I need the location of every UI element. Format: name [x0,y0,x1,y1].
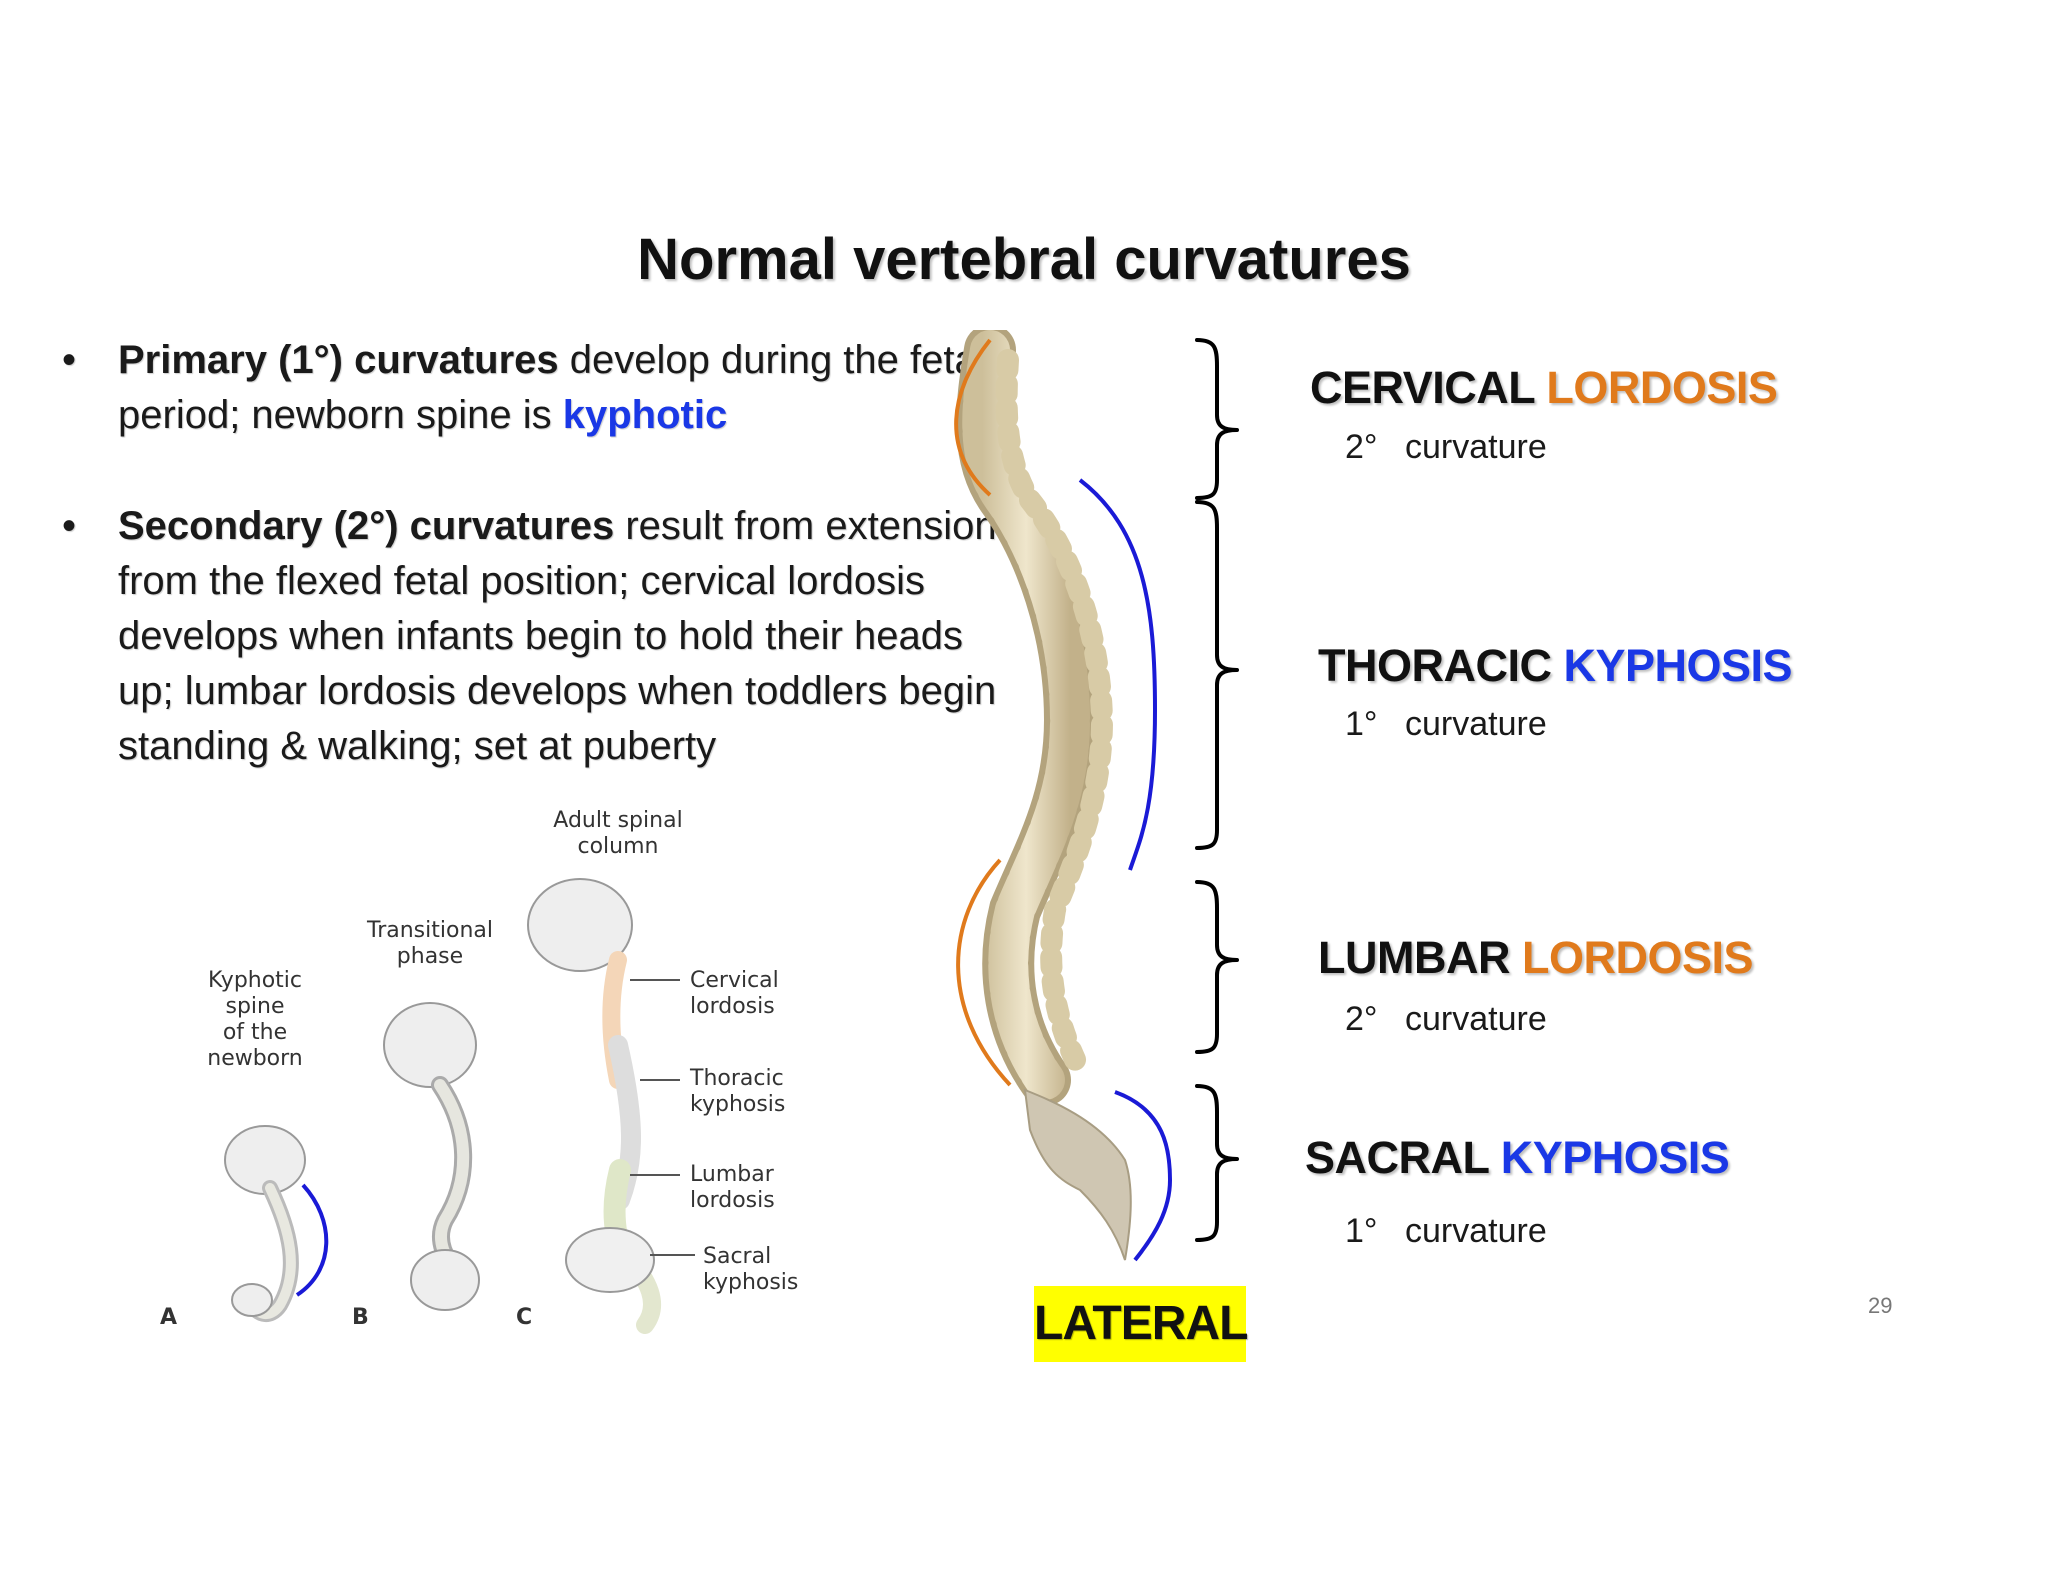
region-heading-lumbar: LUMBAR LORDOSIS [1318,932,1754,984]
region-sub-cervical: 2° curvature [1345,428,1547,467]
label-newborn-spine: Kyphotic spine of the newborn [207,968,303,1071]
region-degree: 1° [1345,1212,1378,1250]
newborn-skeleton [224,1125,306,1322]
region-type: KYPHOSIS [1563,640,1793,691]
brace-cervical [1195,338,1239,500]
region-type: LORDOSIS [1521,932,1754,983]
adult-skeleton [527,878,695,1334]
region-sub-thoracic: 1° curvature [1345,705,1547,744]
bullet-secondary-bold: Secondary (2°) curvatures [118,504,615,548]
newborn-curve-arc [295,1183,329,1297]
region-braces [1195,338,1239,1242]
region-sub-lumbar: 2° curvature [1345,1000,1547,1039]
label-lumbar-lordosis: Lumbar lordosis [690,1162,775,1213]
bullet-primary-blue: kyphotic [562,393,728,437]
region-sub-sacral: 1° curvature [1345,1212,1547,1251]
region-name: SACRAL [1305,1132,1489,1183]
figure-letter-a: A [160,1305,178,1330]
region-name: LUMBAR [1318,932,1510,983]
label-cervical-lordosis: Cervical lordosis [690,968,779,1019]
region-name: THORACIC [1318,640,1552,691]
page-number: 29 [1868,1293,1893,1318]
brace-lumbar [1195,880,1239,1054]
lateral-spine-illustration [956,330,1132,1261]
region-heading-thoracic: THORACIC KYPHOSIS [1318,640,1793,692]
bullet-primary-bold: Primary (1°) curvatures [118,338,559,382]
label-transitional-phase: Transitional phase [367,918,493,969]
bullet-secondary-text: result from extension from the flexed fe… [118,504,997,768]
region-curvature-word: curvature [1405,1000,1547,1038]
sacral-arc [1114,1090,1173,1262]
figure-letter-b: B [352,1305,369,1330]
region-type: KYPHOSIS [1500,1132,1730,1183]
bullet-primary-text: develop during the fetal period; newborn… [118,338,986,437]
cervical-arc [954,338,992,497]
transitional-skeleton [383,1002,480,1311]
region-degree: 1° [1345,705,1378,743]
figure-letter-c: C [516,1305,533,1330]
region-type: LORDOSIS [1546,362,1778,413]
spine-development-figure [224,878,695,1334]
page-title: Normal vertebral curvatures [637,227,1411,292]
region-name: CERVICAL [1310,362,1535,413]
thoracic-arc [1078,478,1158,871]
curvature-arcs [954,338,1173,1262]
region-heading-sacral: SACRAL KYPHOSIS [1305,1132,1730,1184]
region-curvature-word: curvature [1405,1212,1547,1250]
region-curvature-word: curvature [1405,705,1547,743]
bullet-dot: • [62,504,77,548]
label-thoracic-kyphosis: Thoracic kyphosis [690,1066,786,1117]
bullet-dot: • [62,338,77,382]
brace-sacral [1195,1084,1239,1242]
region-heading-cervical: CERVICAL LORDOSIS [1310,362,1778,414]
region-degree: 2° [1345,1000,1378,1038]
lateral-label: LATERAL [1034,1286,1248,1362]
label-adult-spinal-column: Adult spinal column [553,808,683,859]
label-sacral-kyphosis: Sacral kyphosis [703,1244,799,1295]
lumbar-arc [956,858,1012,1087]
brace-thoracic [1195,500,1239,850]
region-degree: 2° [1345,428,1378,466]
region-curvature-word: curvature [1405,428,1547,466]
